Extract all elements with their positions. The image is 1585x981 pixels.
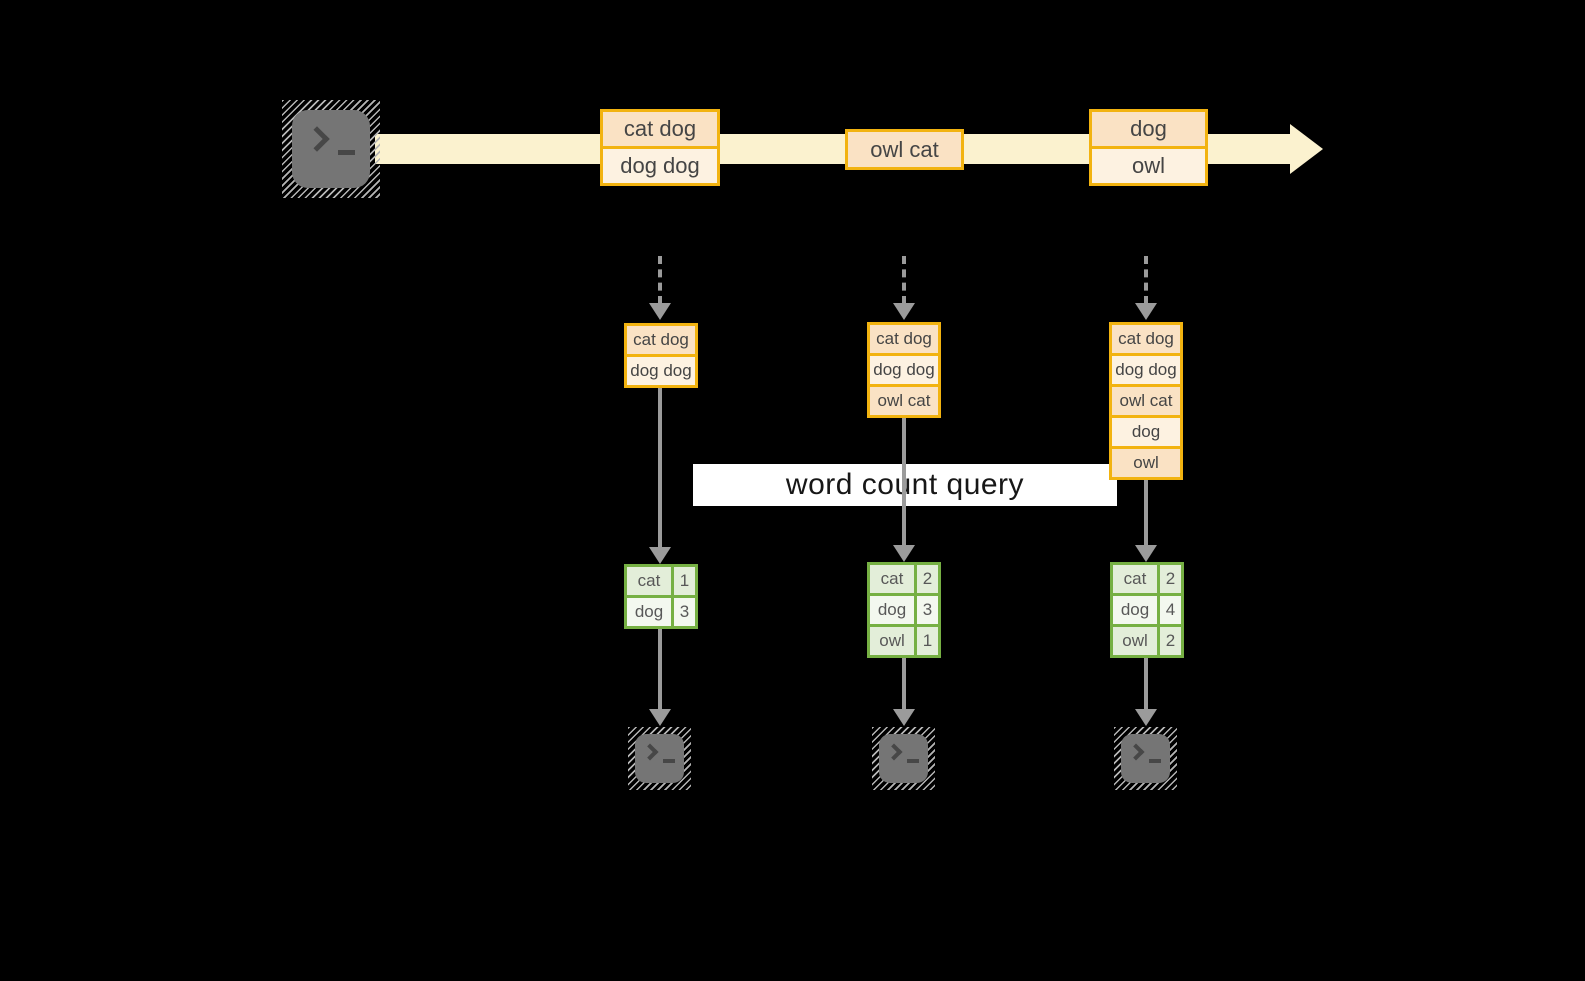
state-cell: dog (1112, 418, 1180, 446)
batch-line: owl (1092, 149, 1205, 183)
count-cell: 1 (674, 567, 695, 595)
word-cell: owl (1113, 627, 1157, 655)
state-cell: cat dog (1112, 325, 1180, 353)
flow-arrow-line (658, 629, 662, 710)
arrowhead-icon (893, 303, 915, 320)
count-cell: 2 (917, 565, 938, 593)
dashed-arrow-line (658, 256, 662, 304)
word-cell: cat (1113, 565, 1157, 593)
flow-arrow-line (902, 418, 906, 546)
state-box-2: cat dog dog dog owl cat (867, 322, 941, 418)
stream-arrowhead-icon (1290, 124, 1323, 174)
state-cell: owl cat (870, 387, 938, 415)
terminal-screen (879, 734, 928, 783)
prompt-chevron-icon (304, 126, 330, 152)
count-cell: 2 (1160, 627, 1181, 655)
prompt-chevron-icon (885, 743, 903, 761)
flow-arrow-line (1144, 480, 1148, 546)
source-terminal-icon (282, 100, 380, 198)
count-cell: 1 (917, 627, 938, 655)
count-row: cat 1 (627, 567, 695, 595)
batch-line: dog (1092, 112, 1205, 146)
word-cell: dog (870, 596, 914, 624)
stream-batch-1: cat dog dog dog (600, 109, 720, 186)
count-row: cat 2 (870, 565, 938, 593)
sink-terminal-icon (628, 727, 691, 790)
count-row: dog 4 (1113, 596, 1181, 624)
count-row: dog 3 (627, 598, 695, 626)
prompt-cursor-icon (1149, 759, 1161, 763)
state-cell: cat dog (627, 326, 695, 354)
state-cell: owl (1112, 449, 1180, 477)
arrowhead-icon (893, 709, 915, 726)
state-cell: owl cat (1112, 387, 1180, 415)
count-table-3: cat 2 dog 4 owl 2 (1110, 562, 1184, 658)
count-row: owl 1 (870, 627, 938, 655)
arrowhead-icon (893, 545, 915, 562)
prompt-cursor-icon (907, 759, 919, 763)
count-table-2: cat 2 dog 3 owl 1 (867, 562, 941, 658)
arrowhead-icon (1135, 709, 1157, 726)
terminal-screen (1121, 734, 1170, 783)
prompt-chevron-icon (641, 743, 659, 761)
count-row: dog 3 (870, 596, 938, 624)
state-box-3: cat dog dog dog owl cat dog owl (1109, 322, 1183, 480)
word-cell: owl (870, 627, 914, 655)
dashed-arrow-line (902, 256, 906, 304)
batch-line: dog dog (603, 149, 717, 183)
word-cell: dog (1113, 596, 1157, 624)
batch-line: owl cat (848, 132, 961, 167)
sink-terminal-icon (1114, 727, 1177, 790)
arrowhead-icon (1135, 303, 1157, 320)
arrowhead-icon (1135, 545, 1157, 562)
count-cell: 2 (1160, 565, 1181, 593)
arrowhead-icon (649, 303, 671, 320)
state-cell: dog dog (870, 356, 938, 384)
flow-arrow-line (902, 658, 906, 710)
prompt-chevron-icon (1127, 743, 1145, 761)
count-cell: 3 (917, 596, 938, 624)
arrowhead-icon (649, 547, 671, 564)
count-cell: 4 (1160, 596, 1181, 624)
stream-batch-2: owl cat (845, 129, 964, 170)
stream-batch-3: dog owl (1089, 109, 1208, 186)
state-box-1: cat dog dog dog (624, 323, 698, 388)
prompt-cursor-icon (663, 759, 675, 763)
count-cell: 3 (674, 598, 695, 626)
count-row: cat 2 (1113, 565, 1181, 593)
state-cell: cat dog (870, 325, 938, 353)
dashed-arrow-line (1144, 256, 1148, 304)
count-row: owl 2 (1113, 627, 1181, 655)
word-cell: dog (627, 598, 671, 626)
state-cell: dog dog (1112, 356, 1180, 384)
sink-terminal-icon (872, 727, 935, 790)
flow-arrow-line (658, 388, 662, 548)
batch-line: cat dog (603, 112, 717, 146)
arrowhead-icon (649, 709, 671, 726)
prompt-cursor-icon (338, 150, 355, 155)
word-cell: cat (627, 567, 671, 595)
terminal-screen (292, 110, 370, 188)
flow-arrow-line (1144, 658, 1148, 710)
state-cell: dog dog (627, 357, 695, 385)
terminal-screen (635, 734, 684, 783)
word-cell: cat (870, 565, 914, 593)
count-table-1: cat 1 dog 3 (624, 564, 698, 629)
